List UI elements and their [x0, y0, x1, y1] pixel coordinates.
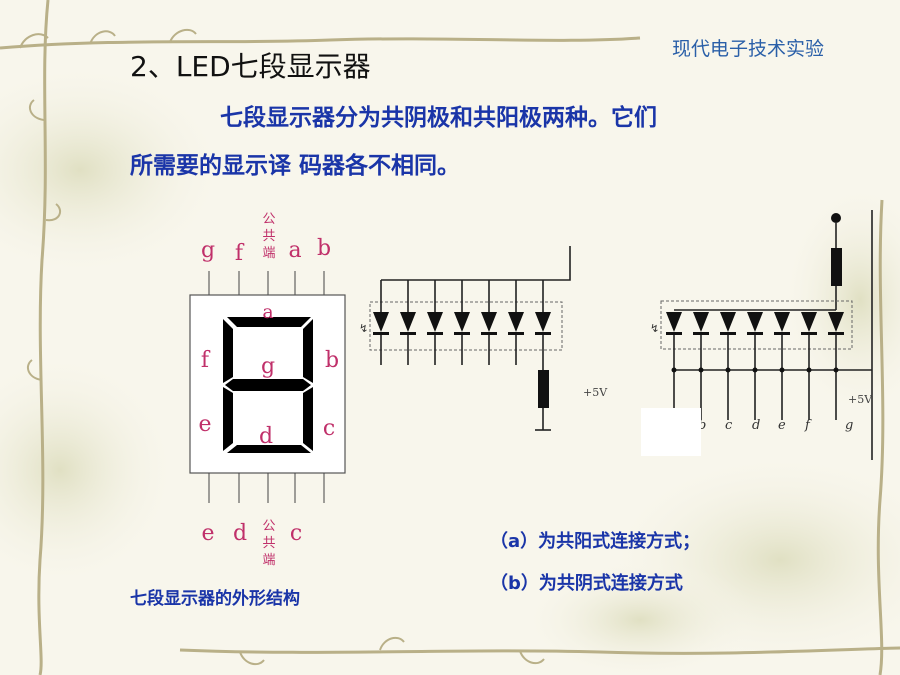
bottom-common-char-1: 公: [262, 519, 275, 534]
cathode-pin-labels: b c d e f g: [698, 418, 853, 433]
pin-label-g: g: [845, 418, 853, 433]
segment-g: [225, 379, 311, 391]
pin-label-d: d: [752, 418, 760, 433]
seg-label-c: c: [323, 416, 335, 441]
top-pin-b: b: [317, 236, 331, 261]
diode-package-b: [660, 300, 853, 350]
pin-label-b: b: [698, 418, 706, 433]
bottom-common-label: 公 共 端: [262, 519, 275, 568]
intro-line-1: 七段显示器分为共阴极和共阳极两种。它们: [220, 105, 657, 131]
diode-package: [369, 301, 563, 351]
resistor: [538, 370, 549, 408]
top-pin-a: a: [288, 238, 301, 263]
top-common-char-3: 端: [262, 246, 275, 261]
slide-title: 2、LED七段显示器: [130, 50, 371, 83]
seg-label-d: d: [259, 424, 273, 449]
bottom-pin-d: d: [233, 521, 247, 546]
seg-label-a: a: [262, 301, 273, 323]
segment-a: [227, 317, 311, 327]
bottom-pin-c: c: [290, 521, 302, 546]
bottom-common-char-3: 端: [262, 553, 275, 568]
segment-f: [223, 319, 233, 383]
terminal-dot: [831, 213, 841, 223]
figure-caption-left: 七段显示器的外形结构: [130, 589, 300, 609]
seg-label-b: b: [325, 348, 339, 373]
white-overlay-box: [641, 408, 701, 456]
top-common-label: 公 共 端: [262, 212, 275, 261]
seven-segment-figure: g f 公 共 端 a b a f g b e d c e d 公 共 端: [189, 212, 346, 568]
light-emission-icon-b: ↯: [650, 322, 659, 335]
pin-label-c: c: [725, 418, 733, 433]
seg-label-g: g: [261, 354, 275, 379]
pin-label-f: f: [804, 418, 812, 433]
circuit-common-anode: ↯ +5V: [359, 246, 608, 431]
top-common-char-1: 公: [262, 212, 275, 227]
top-pin-f: f: [235, 241, 245, 266]
seg-label-f: f: [201, 348, 211, 373]
course-title: 现代电子技术实验: [672, 38, 825, 60]
light-emission-icon: ↯: [359, 322, 368, 335]
top-pin-g: g: [201, 238, 215, 263]
segments: [223, 317, 313, 453]
intro-text: 七段显示器分为共阴极和共阳极两种。它们 所需要的显示译 码器各不相同。: [130, 94, 810, 190]
resistor-b: [831, 248, 842, 286]
segment-c: [303, 387, 313, 451]
circuit-common-cathode: ↯ +5V b c d e f g: [650, 210, 873, 460]
bottom-common-char-2: 共: [262, 536, 275, 551]
supply-label-b: +5V: [848, 393, 873, 406]
supply-label-a: +5V: [583, 386, 608, 399]
bottom-pin-e: e: [201, 521, 214, 546]
intro-line-2: 所需要的显示译 码器各不相同。: [130, 153, 461, 179]
pin-label-e: e: [778, 418, 786, 433]
bottom-pins: [208, 473, 325, 503]
seg-label-e: e: [198, 412, 211, 437]
caption-common-anode: （a）为共阳式连接方式；: [490, 531, 701, 552]
top-common-char-2: 共: [262, 229, 275, 244]
segment-d: [227, 445, 311, 453]
top-pins: [208, 271, 325, 295]
segment-e: [223, 387, 233, 451]
caption-common-cathode: （b）为共阴式连接方式: [490, 573, 683, 594]
segment-b: [303, 319, 313, 383]
